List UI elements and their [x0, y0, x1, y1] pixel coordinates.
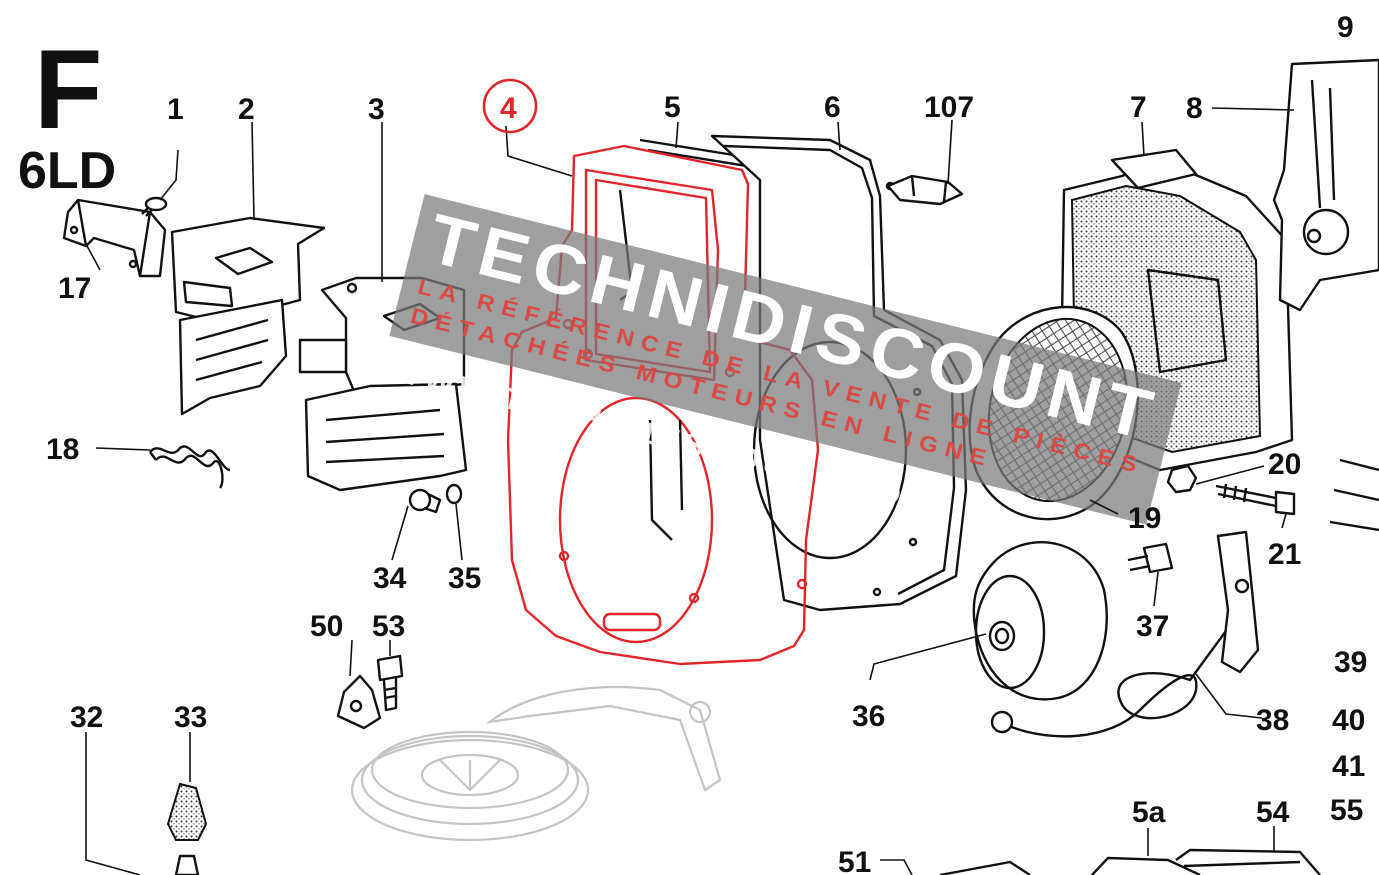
part-37-bolt	[1127, 542, 1174, 574]
callout-33: 33	[174, 701, 207, 734]
callout-19: 19	[1128, 502, 1161, 535]
watermark-band	[389, 194, 1182, 525]
callout-41: 41	[1332, 750, 1365, 783]
part-34-screw	[408, 488, 442, 514]
part-17-cover	[62, 198, 167, 278]
callout-39: 39	[1334, 646, 1367, 679]
ghosted-pulley-assembly	[350, 686, 722, 842]
callout-51: 51	[838, 846, 871, 875]
callout-3: 3	[368, 93, 385, 126]
callout-40: 40	[1332, 704, 1365, 737]
callout-107: 107	[924, 91, 974, 124]
diagram-title: F 6LD	[18, 27, 116, 200]
callout-53: 53	[372, 610, 405, 643]
part-50-clip	[336, 674, 382, 730]
part-33-plug	[166, 782, 208, 875]
leader-lines	[85, 107, 1295, 875]
callout-1: 1	[167, 93, 184, 126]
callout-9: 9	[1337, 11, 1354, 44]
callout-8: 8	[1186, 92, 1203, 125]
callout-4: 4	[500, 92, 517, 125]
callout-35: 35	[448, 562, 481, 595]
part-8-housing	[1272, 58, 1379, 532]
part-18-spring	[149, 445, 231, 489]
part-35-washer	[445, 483, 463, 505]
callout-17: 17	[58, 272, 91, 305]
part-36-starter-cup	[972, 541, 1108, 701]
callout-36: 36	[852, 700, 885, 733]
part-38-starter-rope	[990, 530, 1260, 738]
highlight-circle	[482, 78, 538, 134]
callout-6: 6	[824, 91, 841, 124]
callout-34: 34	[373, 562, 407, 595]
part-21-bolt	[1215, 483, 1296, 516]
callout-55: 55	[1330, 794, 1363, 827]
part-53-bolt	[376, 654, 404, 712]
callout-21: 21	[1268, 538, 1301, 571]
callout-7: 7	[1130, 91, 1147, 124]
callout-2: 2	[238, 93, 255, 126]
callout-50: 50	[310, 610, 343, 643]
callout-5a: 5a	[1132, 796, 1166, 829]
callout-labels: 1 2 3 4 5 6 107 7 8 9 17 18 19 20 21 34 …	[46, 11, 1367, 875]
engine-model: 6LD	[18, 142, 116, 200]
callout-5: 5	[664, 91, 681, 124]
callout-32: 32	[70, 701, 103, 734]
part-1-screw	[141, 196, 168, 217]
callout-38: 38	[1256, 704, 1289, 737]
part-2-bracket	[170, 216, 326, 416]
parts-bottom-row	[939, 848, 1321, 875]
callout-18: 18	[46, 433, 79, 466]
section-letter: F	[34, 27, 102, 152]
callout-20: 20	[1268, 448, 1301, 481]
callout-37: 37	[1136, 610, 1169, 643]
part-20-nut	[1166, 464, 1198, 494]
callout-54: 54	[1256, 796, 1290, 829]
part-107-clip	[886, 174, 964, 206]
